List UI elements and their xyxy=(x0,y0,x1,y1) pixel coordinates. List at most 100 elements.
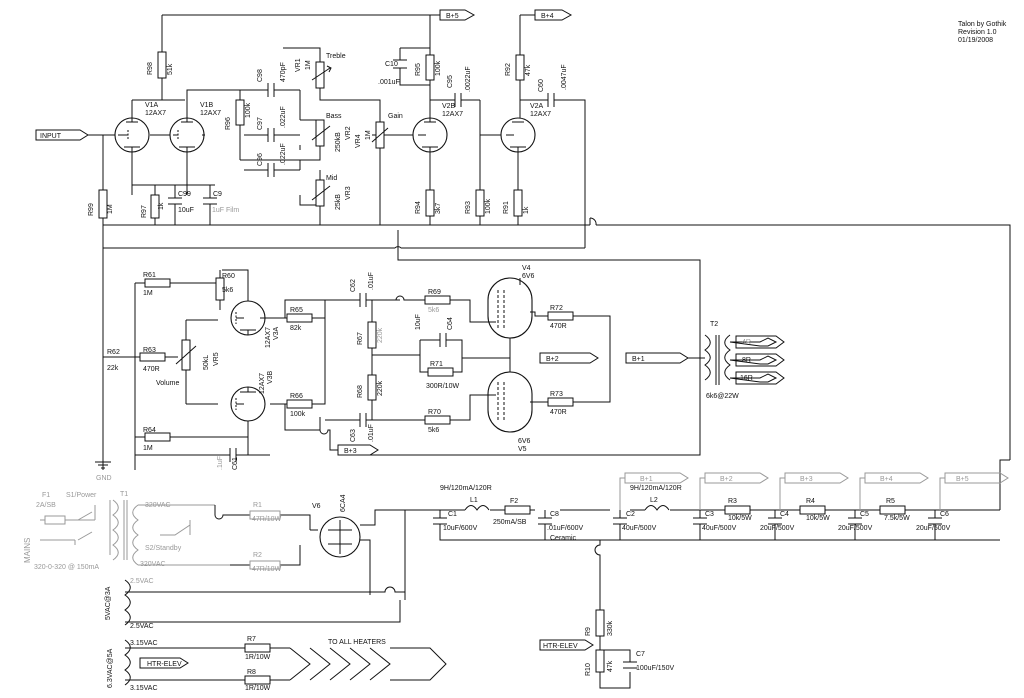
svg-text:R99: R99 xyxy=(88,203,95,216)
svg-text:C6: C6 xyxy=(940,511,949,518)
c64-r71: 10uF C64 R71 300R/10W xyxy=(415,314,480,390)
svg-text:Mid: Mid xyxy=(326,175,337,182)
r98: R98 51k xyxy=(132,15,185,101)
svg-text:1M: 1M xyxy=(143,290,153,297)
svg-text:9H/120mA/120R: 9H/120mA/120R xyxy=(440,485,492,492)
tube-v4: V4 6V6 xyxy=(480,265,546,359)
svg-text:R67: R67 xyxy=(357,332,364,345)
svg-text:3.15VAC: 3.15VAC xyxy=(130,640,158,647)
svg-text:V6: V6 xyxy=(312,503,321,510)
r72-r73: R72 470R R73 470R xyxy=(546,305,611,416)
svg-text:R92: R92 xyxy=(505,63,512,76)
svg-text:F1: F1 xyxy=(42,492,50,499)
svg-text:R10: R10 xyxy=(585,663,592,676)
svg-text:470R: 470R xyxy=(550,323,567,330)
svg-text:10uF: 10uF xyxy=(178,207,194,214)
svg-text:C1: C1 xyxy=(448,511,457,518)
svg-text:L1: L1 xyxy=(470,497,478,504)
svg-text:R94: R94 xyxy=(415,201,422,214)
input-jack[interactable]: INPUT xyxy=(35,129,116,141)
svg-text:330k: 330k xyxy=(607,620,614,636)
svg-text:V5: V5 xyxy=(518,446,527,453)
svg-text:R70: R70 xyxy=(428,409,441,416)
mains-section: MAINS F1 2A/SB S1/Power T1 320-0-320 @ 1… xyxy=(23,491,128,571)
title-line-1: Talon by Gothik xyxy=(958,21,1007,28)
svg-text:C95: C95 xyxy=(447,75,454,88)
svg-text:VR1: VR1 xyxy=(295,58,302,72)
svg-text:C98: C98 xyxy=(257,69,264,82)
svg-text:MAINS: MAINS xyxy=(23,538,32,563)
svg-text:.01uF/600V: .01uF/600V xyxy=(547,525,584,532)
svg-text:9H/120mA/120R: 9H/120mA/120R xyxy=(630,485,682,492)
supply-rail-tags: B+1 B+2 B+3 B+4 B+5 xyxy=(619,472,1009,510)
svg-text:10k/5W: 10k/5W xyxy=(728,515,752,522)
svg-text:R63: R63 xyxy=(143,347,156,354)
svg-text:51k: 51k xyxy=(167,63,174,75)
svg-text:R60: R60 xyxy=(222,273,235,280)
svg-text:Gain: Gain xyxy=(388,113,403,120)
svg-text:82k: 82k xyxy=(290,325,302,332)
svg-text:100k: 100k xyxy=(485,198,492,214)
svg-text:VR4: VR4 xyxy=(355,134,362,148)
svg-text:1M: 1M xyxy=(365,130,372,140)
svg-text:B+3: B+3 xyxy=(344,448,357,455)
svg-text:50kL: 50kL xyxy=(203,355,210,370)
svg-text:R96: R96 xyxy=(225,117,232,130)
svg-text:5k6: 5k6 xyxy=(428,427,439,434)
svg-text:.0022uF: .0022uF xyxy=(465,66,472,92)
svg-text:C62: C62 xyxy=(350,279,357,292)
r97-c99-c9: R97 1k C99 10uF C9 1uF Film xyxy=(132,184,239,225)
svg-text:C9: C9 xyxy=(213,191,222,198)
svg-text:C64: C64 xyxy=(447,317,454,330)
svg-text:40uF/500V: 40uF/500V xyxy=(622,525,657,532)
svg-text:V3B: V3B xyxy=(267,370,274,384)
svg-text:C96: C96 xyxy=(257,153,264,166)
svg-text:B+1: B+1 xyxy=(632,356,645,363)
svg-text:470pF: 470pF xyxy=(280,62,287,82)
svg-text:47k: 47k xyxy=(607,660,614,672)
svg-text:C97: C97 xyxy=(257,117,264,130)
svg-text:R95: R95 xyxy=(415,63,422,76)
svg-text:12AX7: 12AX7 xyxy=(530,111,551,118)
svg-text:1uF Film: 1uF Film xyxy=(212,207,239,214)
svg-text:20uF/500V: 20uF/500V xyxy=(838,525,873,532)
tube-v1b: V1B 12AX7 xyxy=(169,100,221,195)
svg-text:1R/10W: 1R/10W xyxy=(245,654,271,661)
title-line-2: Revision 1.0 xyxy=(958,29,997,36)
b5-rail: B+5 xyxy=(162,9,476,40)
svg-text:HTR-ELEV: HTR-ELEV xyxy=(147,661,182,668)
svg-text:V1A: V1A xyxy=(145,102,159,109)
svg-text:C99: C99 xyxy=(178,191,191,198)
svg-text:47R/10W: 47R/10W xyxy=(252,566,282,573)
svg-text:6CA4: 6CA4 xyxy=(340,494,347,512)
svg-text:B+1: B+1 xyxy=(640,476,653,483)
svg-text:VR2: VR2 xyxy=(345,126,352,140)
svg-text:R9: R9 xyxy=(585,627,592,636)
svg-text:TO ALL HEATERS: TO ALL HEATERS xyxy=(328,639,386,646)
svg-text:12AX7: 12AX7 xyxy=(145,110,166,117)
svg-text:.001uF: .001uF xyxy=(378,79,400,86)
r65-r66: R65 82k R66 100k B+3 xyxy=(270,299,379,456)
tube-v2a: R92 47k V2A 12AX7 R91 1k C60 .0047uF xyxy=(500,40,586,248)
svg-text:12AX7: 12AX7 xyxy=(200,110,221,117)
svg-text:2.5VAC: 2.5VAC xyxy=(130,578,154,585)
svg-text:B+2: B+2 xyxy=(546,356,559,363)
svg-text:Bass: Bass xyxy=(326,113,342,120)
tube-v3b: 12AX7 V3B xyxy=(230,370,274,456)
svg-text:B+4: B+4 xyxy=(541,13,554,20)
svg-text:R64: R64 xyxy=(143,427,156,434)
svg-text:R68: R68 xyxy=(357,385,364,398)
tube-v1a: V1A 12AX7 xyxy=(114,100,166,195)
svg-text:R98: R98 xyxy=(147,62,154,75)
svg-text:100k: 100k xyxy=(245,102,252,118)
svg-text:6.3VAC@5A: 6.3VAC@5A xyxy=(107,648,114,688)
svg-text:470R: 470R xyxy=(143,366,160,373)
hv-secondary: 320VAC 320VAC S2/Standby R1 47R/10W R2 4… xyxy=(132,502,318,573)
svg-text:C5: C5 xyxy=(860,511,869,518)
svg-text:.0047uF: .0047uF xyxy=(561,64,568,90)
svg-text:R1: R1 xyxy=(253,502,262,509)
svg-text:C8: C8 xyxy=(550,511,559,518)
svg-text:12AX7: 12AX7 xyxy=(265,327,272,348)
svg-text:25kB: 25kB xyxy=(335,194,342,210)
